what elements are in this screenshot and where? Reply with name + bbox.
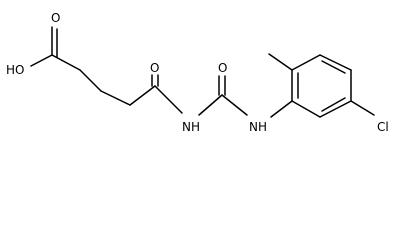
ring-inner-bond-2 — [321, 60, 346, 74]
acid-carbonyl-oxygen-label: O — [51, 11, 60, 25]
bond-ring-methyl — [268, 53, 293, 71]
bond-c3-c4 — [100, 90, 131, 106]
atom-labels: HO O O NH O NH Cl — [6, 11, 389, 134]
bond-c2-c3 — [79, 69, 102, 92]
aryl-nh-label: NH — [249, 120, 267, 134]
bond-c5-nh — [154, 85, 183, 114]
bonds — [30, 26, 375, 118]
imide-nh-label: NH — [182, 120, 200, 134]
ring-inner-bond-3 — [321, 97, 346, 112]
bond-nh-c6 — [198, 94, 223, 116]
bond-c6-nh2 — [221, 94, 248, 116]
chemical-structure-diagram: HO O O NH O NH Cl — [6, 11, 389, 134]
ring-bond-3 — [319, 54, 352, 71]
bond-nh2-ring — [270, 100, 293, 118]
ring-bond-5 — [319, 100, 352, 118]
chlorine-label: Cl — [377, 120, 389, 134]
bond-ring-cl — [350, 100, 375, 116]
urea-carbonyl-oxygen-label: O — [218, 61, 227, 75]
ring-bond-2 — [291, 54, 321, 71]
imide-carbonyl-oxygen-label: O — [150, 61, 159, 75]
bond-c1-c2 — [51, 54, 81, 71]
ring-bond-6 — [291, 100, 321, 118]
hydroxyl-label: HO — [6, 63, 24, 77]
bond-ho-c1 — [30, 54, 53, 67]
bond-c4-c5 — [129, 85, 156, 106]
